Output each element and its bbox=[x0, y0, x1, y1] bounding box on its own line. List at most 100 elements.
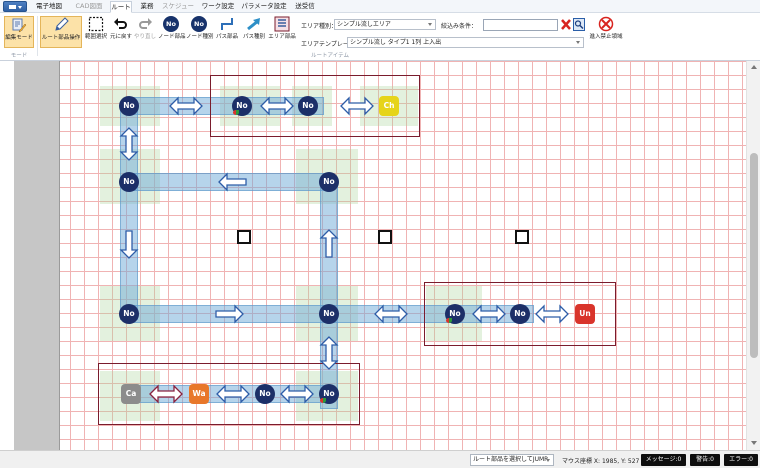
area-template-label: エリアテンプレート： bbox=[301, 41, 361, 48]
chevron-down-icon bbox=[428, 23, 432, 26]
search-icon bbox=[573, 18, 585, 31]
path-part-label: パス部品 bbox=[215, 34, 238, 40]
bidirectional-arrow-icon bbox=[169, 96, 203, 116]
route-node-label: No bbox=[323, 389, 335, 398]
unload-node[interactable]: Un bbox=[575, 304, 595, 324]
mouse-y-label: Y: bbox=[621, 458, 626, 465]
route-node-label: No bbox=[236, 101, 248, 110]
edit-mode-button[interactable]: 編集モード bbox=[4, 16, 34, 48]
node-part-label: ノード部品 bbox=[158, 34, 186, 40]
range-select-button[interactable]: 範囲選択 bbox=[84, 16, 108, 48]
mouse-x-label: マウス座標 X: bbox=[562, 458, 601, 465]
route-node[interactable]: No bbox=[319, 384, 339, 404]
charge-node[interactable]: Ch bbox=[379, 96, 399, 116]
left-arrow-icon bbox=[218, 172, 247, 192]
scroll-thumb[interactable] bbox=[750, 153, 758, 358]
area-type-value: シンプル流しエリア bbox=[337, 21, 391, 28]
errors-button[interactable]: エラー:0 bbox=[724, 454, 758, 466]
right-arrow-icon bbox=[215, 304, 244, 324]
vertical-scrollbar[interactable] bbox=[746, 61, 760, 450]
area-icon bbox=[274, 16, 290, 32]
no-entry-area-button[interactable]: 進入禁止領域 bbox=[588, 16, 624, 48]
area-outline[interactable] bbox=[424, 282, 616, 346]
filter-input[interactable] bbox=[483, 19, 558, 31]
path-part-button[interactable]: パス部品 bbox=[214, 16, 240, 48]
empty-marker[interactable] bbox=[515, 230, 529, 244]
route-node[interactable]: No bbox=[319, 304, 339, 324]
node-part-button[interactable]: No ノード部品 bbox=[158, 16, 186, 48]
mouse-coordinates: マウス座標 X: 1985, Y: 527 bbox=[562, 458, 640, 465]
area-type-select[interactable]: シンプル流しエリア bbox=[334, 19, 436, 30]
menu-bar: 電子地図 CAD図面 ルート 業務 スケジュール ワーク設定 パラメータ設定 送… bbox=[0, 0, 760, 21]
redo-button[interactable]: やり直し bbox=[134, 16, 156, 48]
bidirectional-arrow-icon bbox=[216, 384, 250, 404]
tab-electronic-map[interactable]: 電子地図 bbox=[36, 2, 62, 10]
area-outline[interactable] bbox=[98, 363, 360, 425]
bidirectional-arrow-icon bbox=[472, 304, 506, 324]
route-node[interactable]: No bbox=[255, 384, 275, 404]
path-kind-label: パス種別 bbox=[242, 34, 265, 40]
route-node[interactable]: No bbox=[319, 172, 339, 192]
node-kind-icon-text: No bbox=[191, 16, 207, 32]
jump-select[interactable]: ルート部品を選択してJUMP bbox=[470, 454, 554, 466]
redo-icon bbox=[137, 16, 153, 32]
pencil-icon bbox=[53, 17, 69, 33]
node-kind-button[interactable]: No ノード種別 bbox=[186, 16, 214, 48]
empty-marker[interactable] bbox=[378, 230, 392, 244]
route-node[interactable]: No bbox=[119, 96, 139, 116]
wait-node[interactable]: Wa bbox=[189, 384, 209, 404]
ribbon: 編集モード モード ルート部品操作 範囲選択 元に戻す やり直し No ノード部… bbox=[0, 13, 760, 61]
up-arrow-icon bbox=[319, 229, 339, 258]
scroll-down-icon[interactable] bbox=[751, 441, 757, 445]
route-item-group-label: ルートアイテム bbox=[311, 53, 349, 59]
route-map-canvas[interactable]: No No No Ch No No No No No No Un Ca Wa N… bbox=[14, 61, 746, 450]
bidirectional-arrow-icon bbox=[260, 96, 294, 116]
node-status-dot bbox=[320, 398, 326, 403]
area-template-select[interactable]: シンプル流し タイプ1 1列 上入出 bbox=[347, 37, 584, 48]
area-part-label: エリア部品 bbox=[268, 34, 296, 40]
clear-x-icon bbox=[561, 19, 571, 30]
undo-button[interactable]: 元に戻す bbox=[110, 16, 132, 48]
messages-button[interactable]: メッセージ:0 bbox=[641, 454, 686, 466]
empty-marker[interactable] bbox=[237, 230, 251, 244]
route-node[interactable]: No bbox=[119, 172, 139, 192]
cart-node[interactable]: Ca bbox=[121, 384, 141, 404]
path-kind-button[interactable]: パス種別 bbox=[242, 16, 266, 48]
chevron-down-icon bbox=[546, 459, 550, 462]
mouse-y-value: 527 bbox=[627, 458, 640, 465]
bidirectional-arrow-icon bbox=[119, 127, 139, 161]
clear-filter-button[interactable] bbox=[560, 18, 572, 31]
tab-schedule[interactable]: スケジュール bbox=[161, 2, 195, 21]
scroll-up-icon[interactable] bbox=[751, 65, 757, 69]
edit-mode-icon bbox=[11, 17, 27, 33]
route-node[interactable]: No bbox=[445, 304, 465, 324]
route-node[interactable]: No bbox=[298, 96, 318, 116]
route-node[interactable]: No bbox=[232, 96, 252, 116]
bidirectional-arrow-icon bbox=[280, 384, 314, 404]
area-part-button[interactable]: エリア部品 bbox=[268, 16, 296, 48]
node-status-dot bbox=[233, 110, 239, 115]
tab-business[interactable]: 業務 bbox=[140, 2, 154, 10]
route-node[interactable]: No bbox=[119, 304, 139, 324]
area-type-label: エリア種別： bbox=[301, 23, 338, 30]
status-bar: ルート部品を選択してJUMP マウス座標 X: 1985, Y: 527 メッセ… bbox=[0, 450, 760, 468]
application-menu-button[interactable] bbox=[3, 1, 27, 12]
redo-label: やり直し bbox=[134, 34, 157, 40]
route-part-operation-button[interactable]: ルート部品操作 bbox=[40, 16, 82, 48]
tab-route[interactable]: ルート bbox=[110, 1, 132, 13]
node-status-dot bbox=[446, 318, 452, 323]
selection-rectangle-icon bbox=[88, 16, 104, 32]
warnings-button[interactable]: 警告:0 bbox=[690, 454, 720, 466]
tab-send-receive[interactable]: 送受信 bbox=[295, 2, 315, 10]
area-template-value: シンプル流し タイプ1 1列 上入出 bbox=[350, 39, 442, 46]
tab-work-settings[interactable]: ワーク設定 bbox=[201, 2, 235, 10]
bidirectional-arrow-icon bbox=[535, 304, 569, 324]
tab-cad-drawing[interactable]: CAD図面 bbox=[75, 2, 103, 10]
no-entry-icon bbox=[598, 16, 614, 32]
route-part-operation-label: ルート部品操作 bbox=[41, 35, 81, 41]
bidirectional-arrow-icon bbox=[319, 336, 339, 370]
route-node[interactable]: No bbox=[510, 304, 530, 324]
search-button[interactable] bbox=[573, 18, 585, 31]
tab-parameter-settings[interactable]: パラメータ設定 bbox=[241, 2, 287, 10]
area-outline[interactable] bbox=[210, 75, 420, 137]
